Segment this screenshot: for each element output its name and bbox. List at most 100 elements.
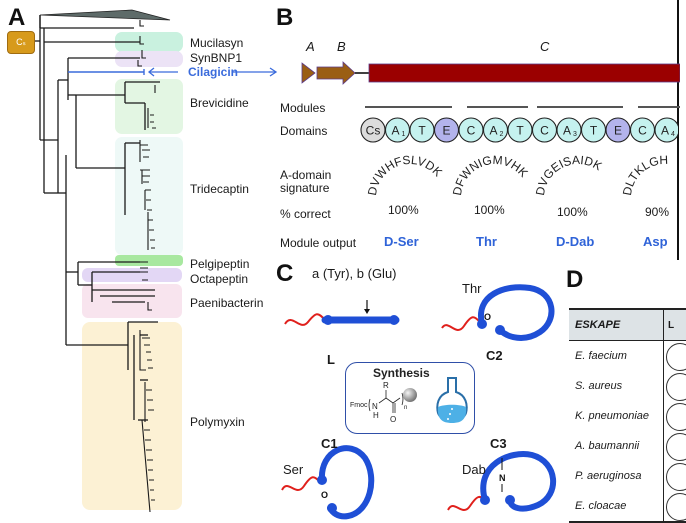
clade-bg-tridecaptin [115, 137, 183, 255]
table-row: P. aeruginosa [569, 461, 686, 491]
clade-bg-octapeptin [82, 268, 182, 282]
organism-name: S. aureus [569, 371, 664, 401]
signature-4: DLTKLGH [620, 153, 668, 197]
domain-cs: Cs [360, 117, 386, 143]
header-col-2-label: L [668, 319, 675, 331]
organism-name: E. faecium [569, 341, 664, 371]
o-atom: O [390, 415, 396, 424]
table-row: A. baumannii [569, 431, 686, 461]
cs-root-badge-label: Cₛ [16, 37, 26, 47]
domain-c: C [629, 117, 656, 143]
panel-c-letter: C [276, 260, 294, 287]
r-group: R [383, 381, 389, 390]
clade-label-brevicidine: Brevicidine [190, 96, 249, 110]
result-cell [664, 431, 686, 461]
phylogenetic-tree [35, 9, 278, 513]
table-row: K. pneumoniae [569, 401, 686, 431]
table-row: E. faecium [569, 341, 686, 371]
gene-c-bar [368, 63, 680, 83]
domain-c: C [531, 117, 558, 143]
panel-d-letter: D [566, 266, 584, 293]
clade-label-mucilasyn: Mucilasyn [190, 36, 244, 50]
header-eskape: ESKAPE [569, 310, 664, 340]
amino-acid-structure: Fmoc N H R O n [350, 381, 417, 424]
peptide-structures: O O N [281, 284, 556, 520]
domain-e: E [605, 117, 631, 143]
form-label-c3: C3 [490, 436, 507, 451]
resin-bead-icon [403, 388, 417, 402]
table-row: S. aureus [569, 371, 686, 401]
h-atom: H [373, 411, 379, 420]
percent-correct-1: 100% [388, 203, 419, 217]
flask-icon [436, 377, 468, 423]
percent-correct-3: 100% [557, 205, 588, 219]
module-output-3: D-Dab [556, 234, 595, 249]
svg-text:T: T [590, 124, 598, 138]
linear-peptide-l [284, 300, 400, 326]
panel-b-letter: B [276, 4, 294, 31]
c2-linker-atom: O [484, 312, 491, 322]
result-cell [664, 461, 686, 491]
cyclic-peptide-c1: O [281, 445, 375, 520]
gene-label-b: B [337, 39, 346, 54]
domain-t: T [507, 117, 533, 143]
organism-name: A. baumannii [569, 431, 664, 461]
clade-label-polymyxin: Polymyxin [190, 415, 245, 429]
clade-bg-brevicidine [115, 79, 183, 134]
svg-text:4: 4 [671, 131, 675, 138]
percent-correct-4: 90% [645, 205, 670, 219]
module-output-4: Asp [643, 234, 668, 249]
gene-label-a: A [306, 39, 315, 54]
organism-name: P. aeruginosa [569, 461, 664, 491]
gene-cluster [301, 61, 680, 85]
eskape-table-header: ESKAPE L [569, 310, 686, 341]
residue-label-dab: Dab [462, 462, 486, 477]
svg-text:A: A [661, 124, 669, 138]
result-cell [664, 401, 686, 431]
clade-bg-pelgipeptin [115, 255, 183, 266]
result-circle [666, 373, 686, 401]
cyclic-peptide-c2: O [441, 284, 555, 341]
panel-a-letter: A [8, 4, 26, 31]
synthesis-box: Synthesis Fmoc N H R O n [345, 362, 475, 434]
clade-bg-paenibacterin [82, 284, 182, 318]
annotation-tyr-glu: a (Tyr), b (Glu) [312, 266, 397, 281]
svg-text:T: T [418, 124, 426, 138]
domain-t: T [409, 117, 435, 143]
gene-b-arrow [316, 61, 356, 85]
result-circle [666, 463, 686, 491]
gene-a-arrow [301, 62, 316, 84]
svg-text:A: A [489, 124, 497, 138]
result-circle [666, 343, 686, 371]
collapsed-clade-wedge [39, 9, 171, 21]
svg-text:A: A [563, 124, 571, 138]
n-atom: N [372, 402, 378, 411]
percent-correct-2: 100% [474, 203, 505, 217]
residue-label-ser: Ser [283, 462, 304, 477]
form-label-c1: C1 [321, 436, 338, 451]
row-label-a-domain-1: A-domain [280, 168, 332, 182]
clade-bg-mucilasyn [115, 32, 183, 52]
svg-text:C: C [540, 124, 549, 138]
clade-bg-polymyxin [82, 322, 182, 510]
clade-label-paenibacterin: Paenibacterin [190, 296, 264, 310]
row-label-modules: Modules [280, 101, 326, 115]
row-label-a-domain-2: signature [280, 181, 330, 195]
signature-2: DFWNIGMVHK [450, 153, 531, 197]
header-col-2: L [664, 310, 686, 340]
result-circle [666, 493, 686, 521]
form-label-c2: C2 [486, 348, 503, 363]
svg-text:A: A [391, 124, 399, 138]
svg-text:C: C [638, 124, 647, 138]
domain-e: E [433, 117, 460, 143]
result-cell [664, 341, 686, 371]
cs-root-badge: Cₛ [7, 31, 35, 54]
c1-linker-atom: O [321, 490, 328, 500]
svg-text:1: 1 [402, 131, 406, 138]
row-label-percent-correct: % correct [280, 207, 331, 221]
